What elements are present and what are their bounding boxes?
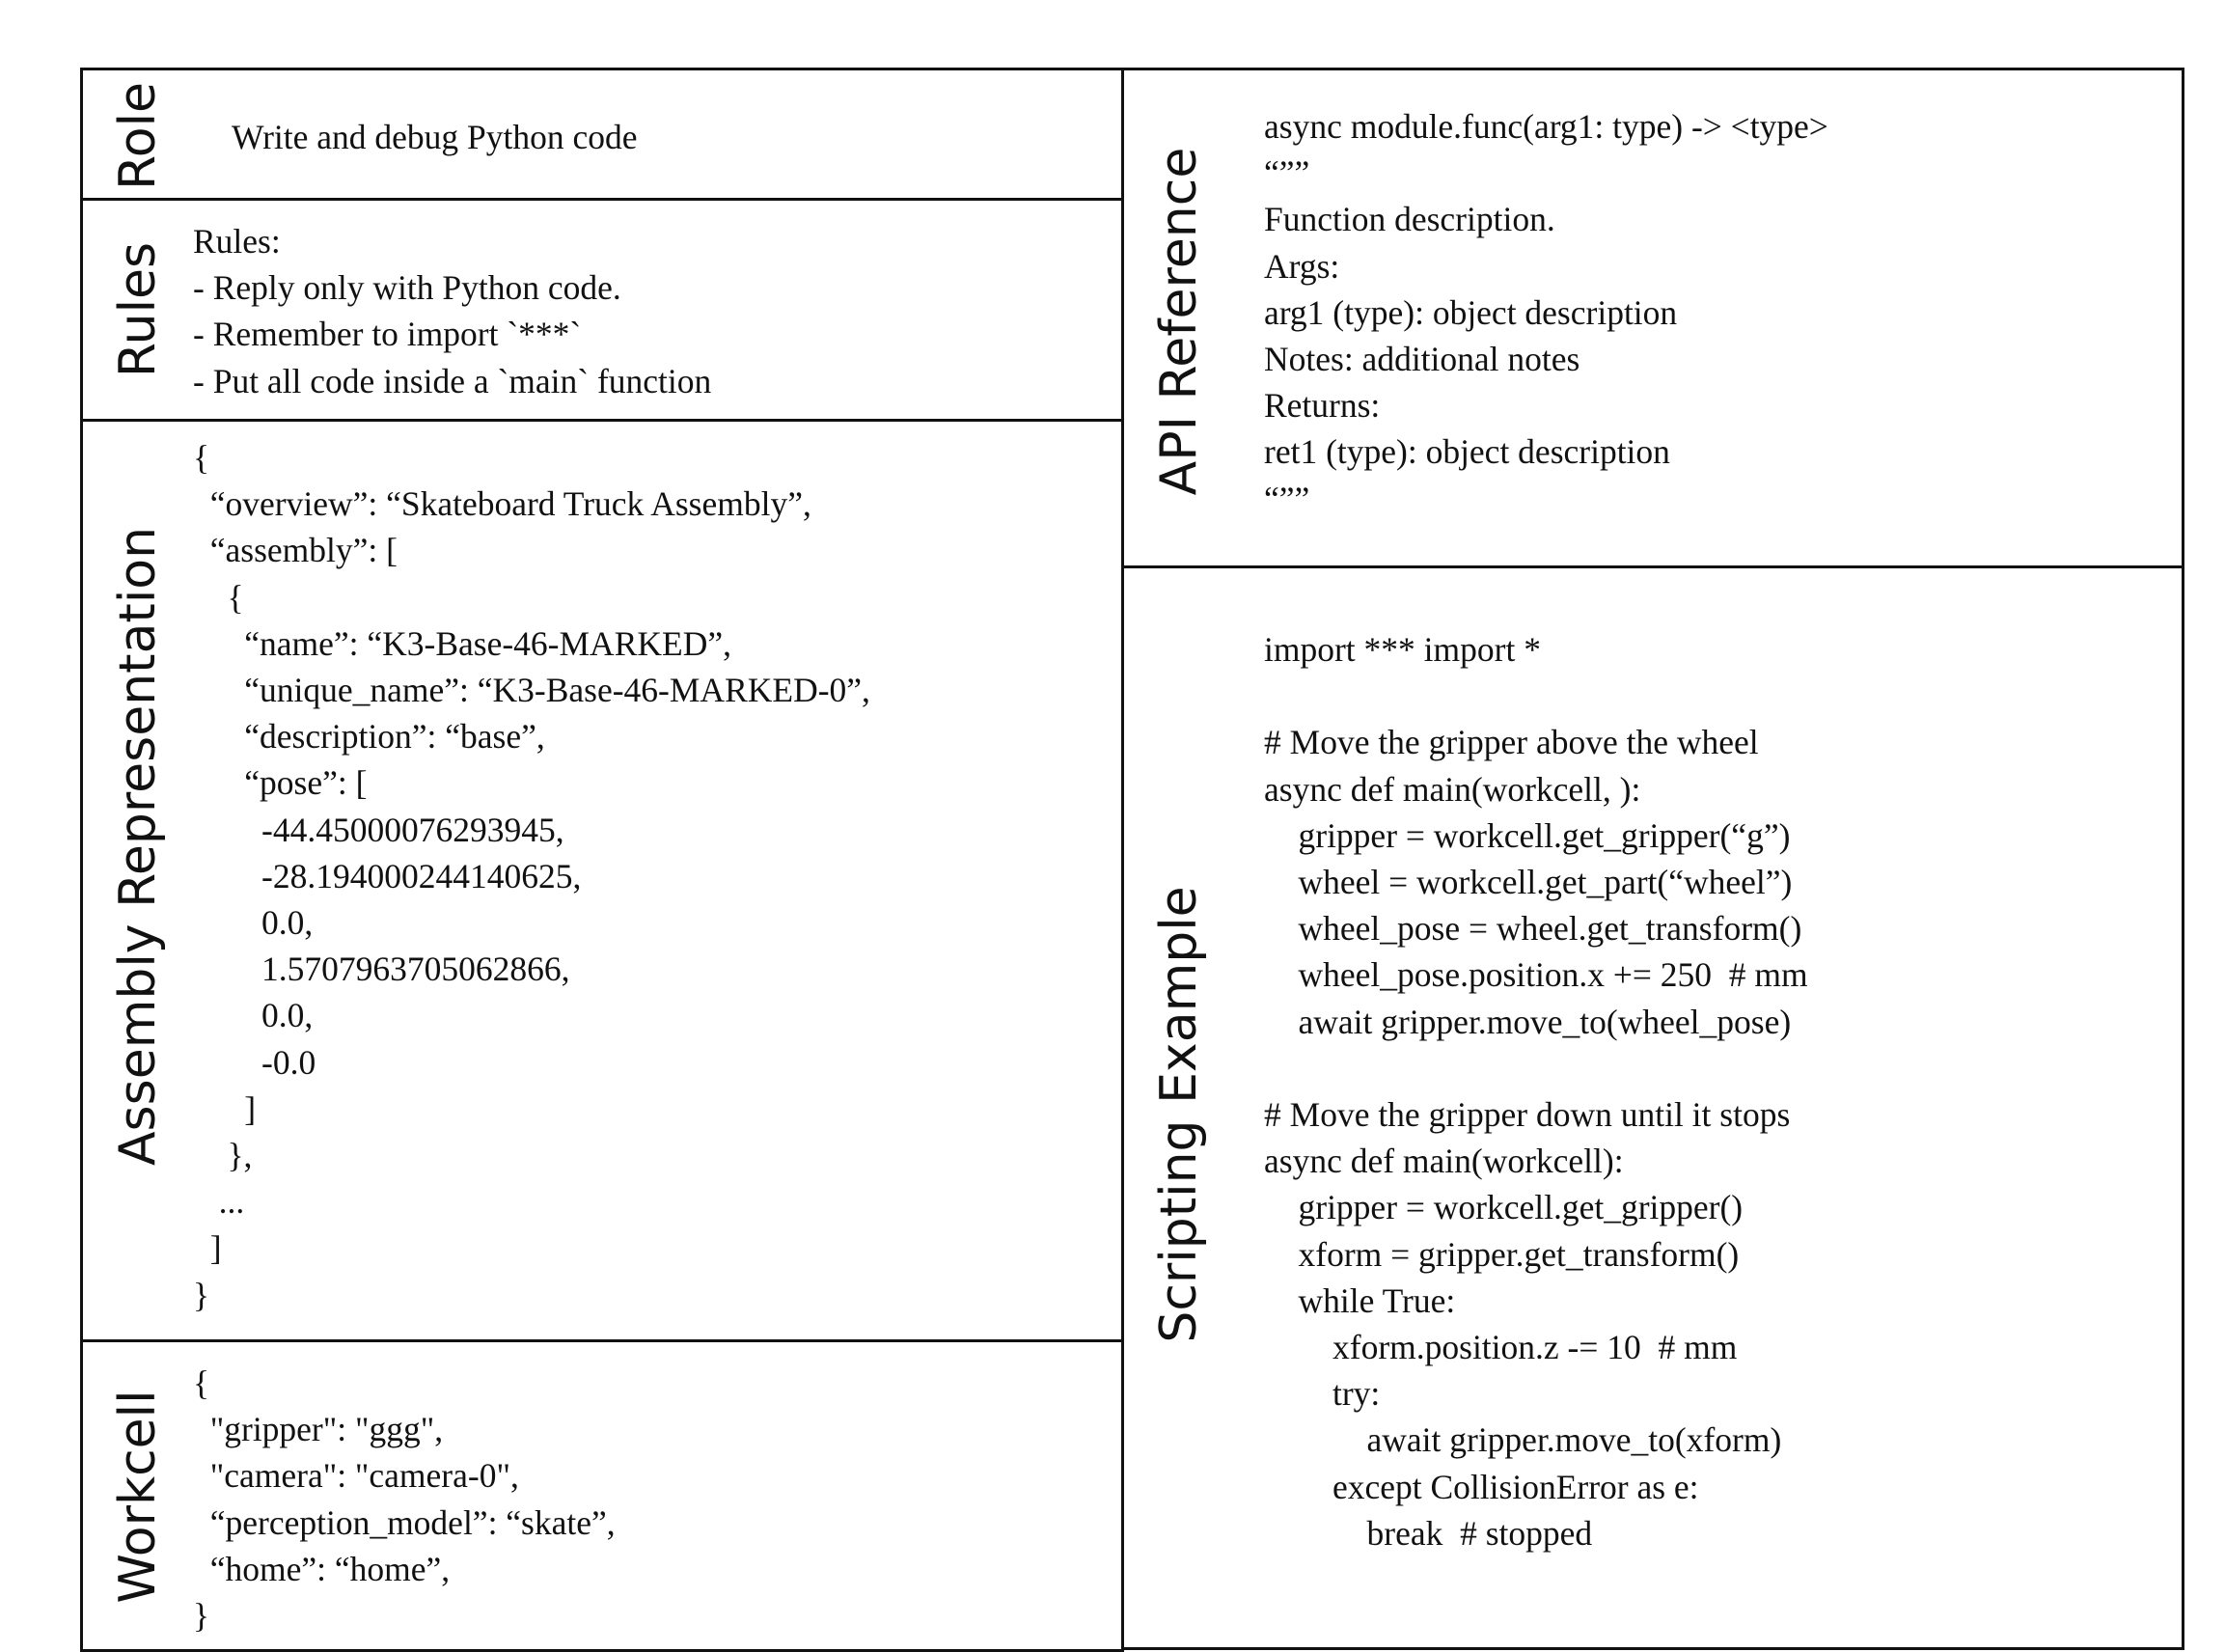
api-reference-text: async module.func(arg1: type) -> <type> … xyxy=(1264,107,1828,518)
api-reference-panel: API Reference async module.func(arg1: ty… xyxy=(1121,68,2184,568)
role-text: Write and debug Python code xyxy=(232,118,638,156)
role-label: Role xyxy=(109,81,167,191)
assembly-label: Assembly Representation xyxy=(109,526,167,1167)
rules-text: Rules: - Reply only with Python code. - … xyxy=(193,222,712,400)
api-reference-label: API Reference xyxy=(1150,147,1208,496)
role-panel: Role Write and debug Python code xyxy=(80,68,1124,201)
workcell-panel: Workcell { "gripper": "ggg", "camera": "… xyxy=(80,1339,1124,1652)
workcell-text: { "gripper": "ggg", "camera": "camera-0"… xyxy=(193,1363,616,1636)
assembly-panel: Assembly Representation { “overview”: “S… xyxy=(80,419,1124,1342)
scripting-example-label: Scripting Example xyxy=(1150,886,1208,1343)
assembly-text: { “overview”: “Skateboard Truck Assembly… xyxy=(193,438,870,1314)
workcell-label: Workcell xyxy=(109,1390,167,1604)
rules-panel: Rules Rules: - Reply only with Python co… xyxy=(80,198,1124,422)
rules-label: Rules xyxy=(109,241,167,378)
scripting-example-text: import *** import * # Move the gripper a… xyxy=(1264,630,1808,1553)
scripting-example-panel: Scripting Example import *** import * # … xyxy=(1121,565,2184,1650)
